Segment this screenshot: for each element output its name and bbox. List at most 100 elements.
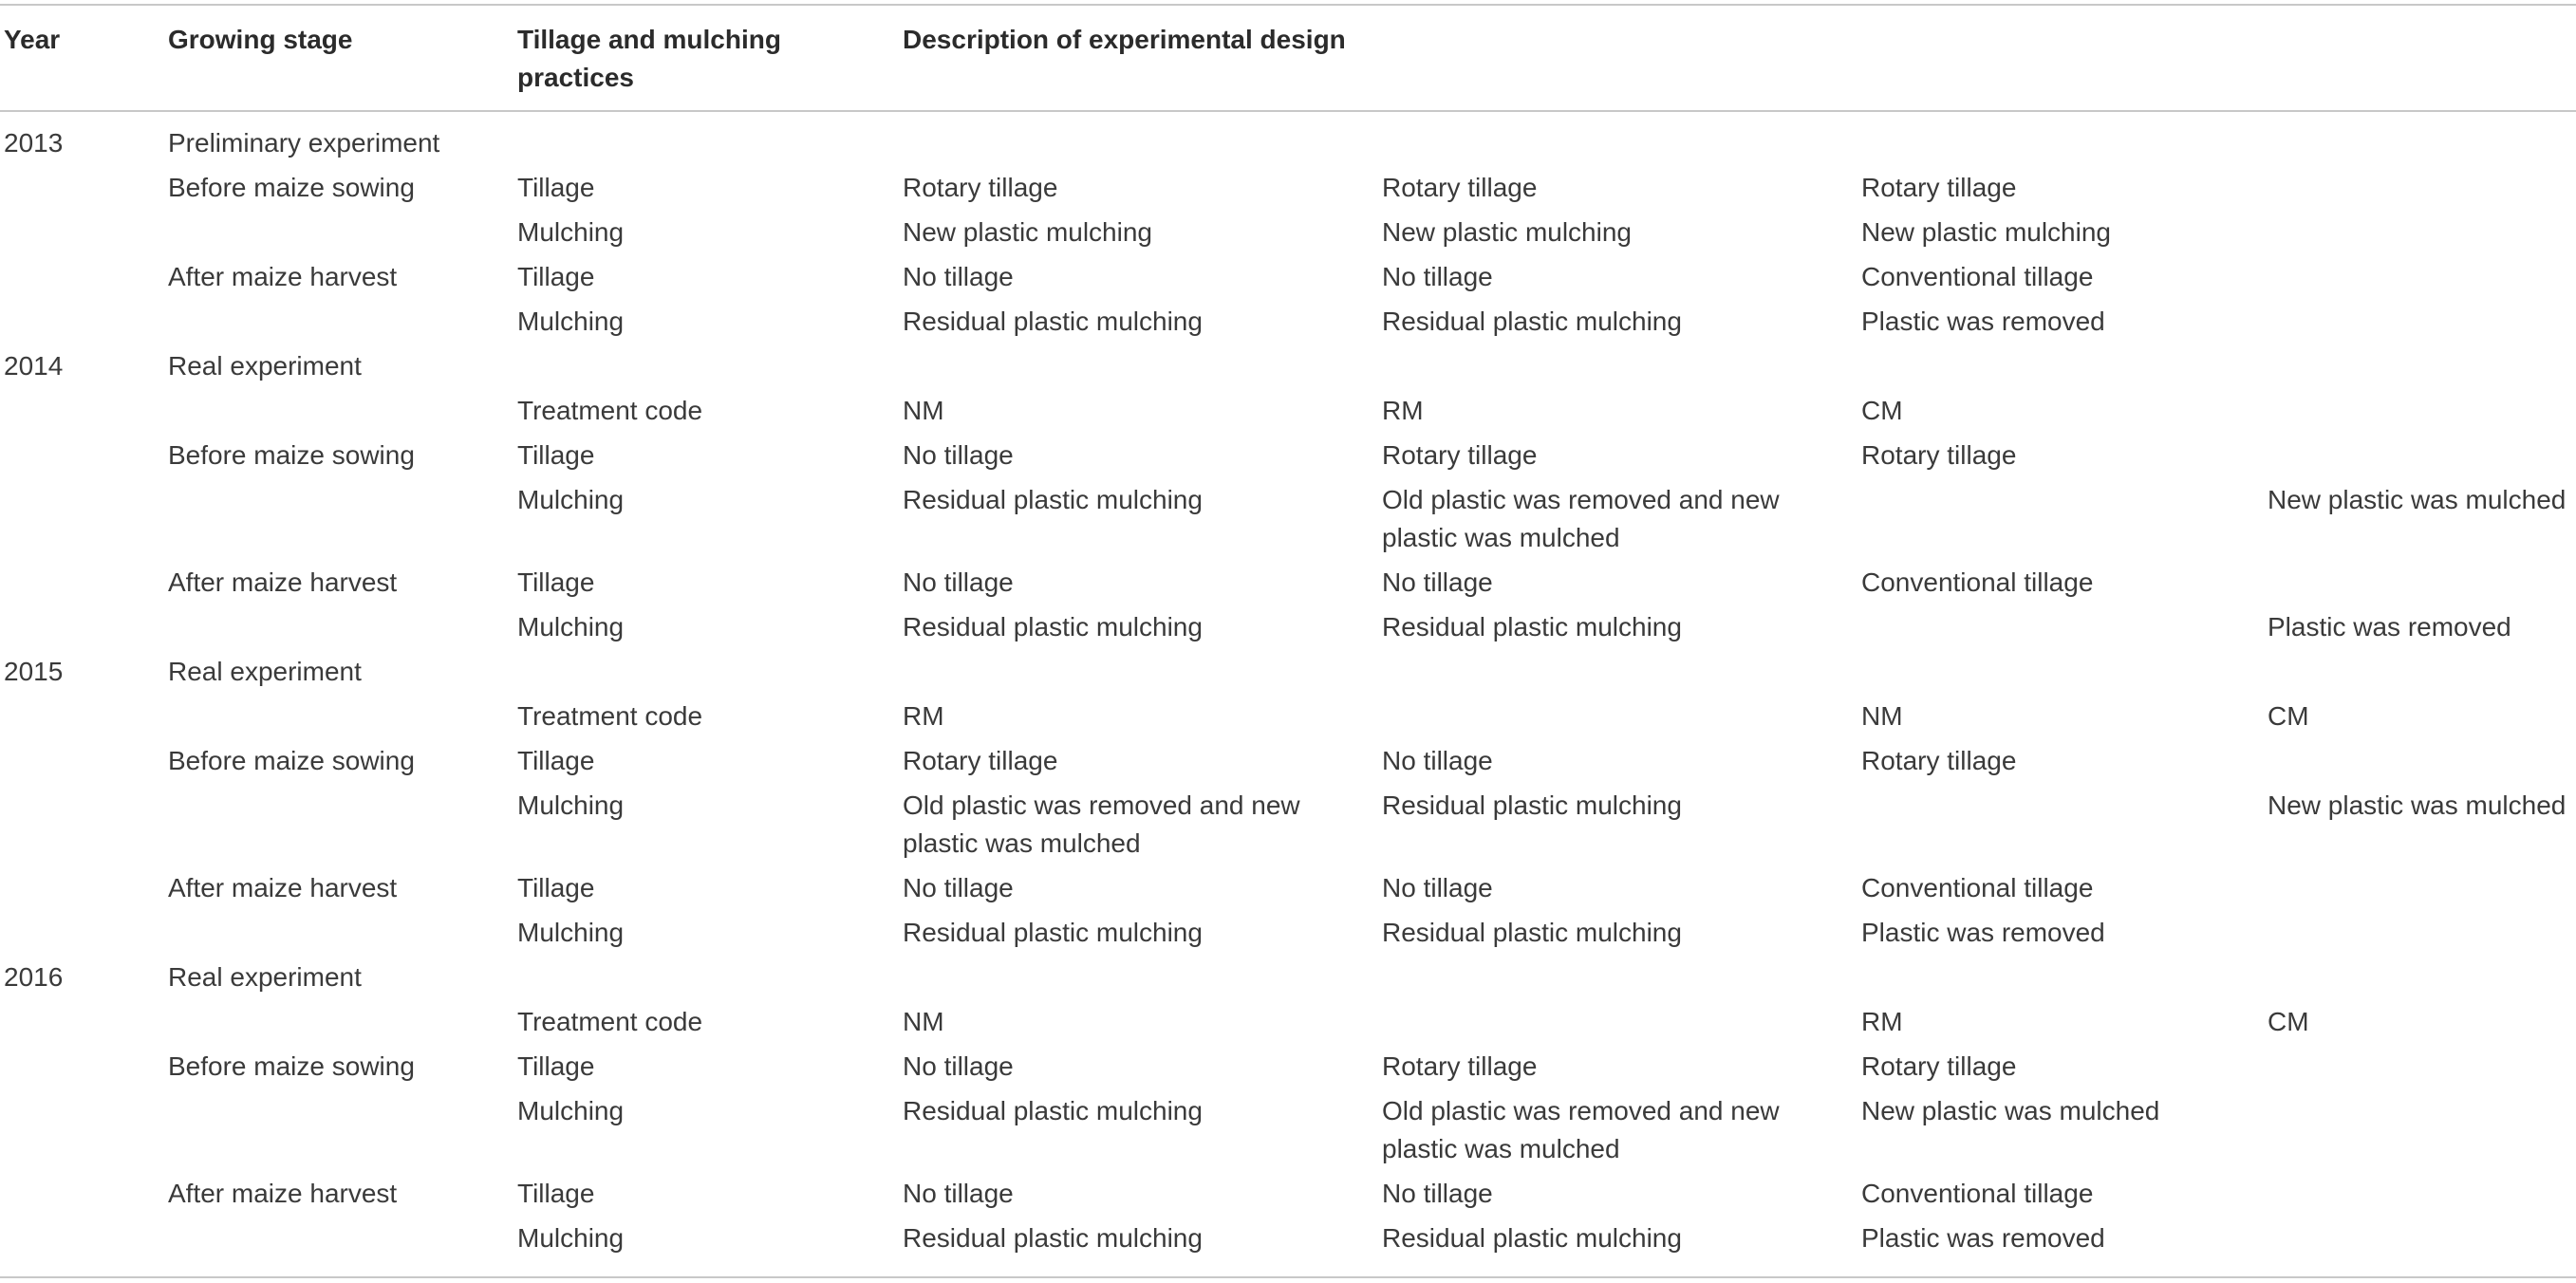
design-col3-cell: NM: [1861, 701, 1903, 731]
design-col1-cell: No tillage: [903, 567, 1014, 597]
practice-cell: Treatment code: [517, 701, 703, 731]
design-col2-cell: New plastic mulching: [1382, 217, 1632, 247]
growing-stage-cell: Before maize sowing: [168, 1051, 415, 1081]
practice-cell: Tillage: [517, 746, 595, 775]
design-col2-cell: Residual plastic mulching: [1382, 790, 1682, 820]
design-col1-cell: No tillage: [903, 1051, 1014, 1081]
table-row: 2016 Real experiment: [0, 958, 2576, 1003]
header-practices: Tillage and mulching practices: [517, 21, 781, 97]
growing-stage-cell: Real experiment: [168, 351, 362, 381]
design-col1-cell: Residual plastic mulching: [903, 1096, 1203, 1125]
design-col2-cell: Residual plastic mulching: [1382, 612, 1682, 642]
table-top-rule: [0, 4, 2576, 6]
design-col3-cell: Conventional tillage: [1861, 1179, 2094, 1208]
table-row: Mulching Residual plastic mulching Residua…: [0, 914, 2576, 958]
design-col3-cell: Plastic was removed: [1861, 1223, 2105, 1253]
table-header-rule: [0, 110, 2576, 112]
design-col2-cell: No tillage: [1382, 1179, 1493, 1208]
design-col3-cell: Rotary tillage: [1861, 1051, 2017, 1081]
practice-cell: Mulching: [517, 485, 625, 514]
design-col1-cell: No tillage: [903, 1179, 1014, 1208]
header-year: Year: [4, 25, 61, 54]
practice-cell: Mulching: [517, 1223, 625, 1253]
growing-stage-cell: Real experiment: [168, 962, 362, 992]
header-practices-line1: Tillage and mulching: [517, 25, 781, 54]
year-cell: 2016: [4, 962, 64, 992]
design-col1-cell: New plastic mulching: [903, 217, 1152, 247]
growing-stage-cell: Before maize sowing: [168, 746, 415, 775]
practice-cell: Tillage: [517, 567, 595, 597]
practice-cell: Mulching: [517, 217, 625, 247]
design-col4-cell: Plastic was removed: [2268, 612, 2511, 642]
design-col1-cell: Residual plastic mulching: [903, 307, 1203, 336]
design-col2-cell: No tillage: [1382, 873, 1493, 902]
year-cell: 2015: [4, 657, 64, 686]
design-col3-cell: RM: [1861, 1007, 1903, 1036]
design-col1-cell: Residual plastic mulching: [903, 612, 1203, 642]
table-row: Mulching Residual plastic mulching Old pla…: [0, 481, 2576, 552]
design-col1-cell: Old plastic was removed and new plastic …: [903, 790, 1300, 858]
growing-stage-cell: Before maize sowing: [168, 173, 415, 202]
header-growing-stage: Growing stage: [168, 25, 353, 54]
design-col2-cell: No tillage: [1382, 567, 1493, 597]
practice-cell: Mulching: [517, 918, 625, 947]
growing-stage-cell: After maize harvest: [168, 262, 398, 291]
design-col2-cell: Old plastic was removed and new plastic …: [1382, 1096, 1780, 1163]
design-col4-cell: CM: [2268, 1007, 2309, 1036]
practice-cell: Tillage: [517, 440, 595, 470]
table-row: After maize harvest Tillage No tillage No t…: [0, 564, 2576, 608]
header-description: Description of experimental design: [903, 25, 1346, 54]
design-col2-cell: Old plastic was removed and new plastic …: [1382, 485, 1780, 552]
design-col1-cell: Residual plastic mulching: [903, 918, 1203, 947]
table-bottom-rule: [0, 1276, 2576, 1278]
year-cell: 2013: [4, 128, 64, 158]
design-col2-cell: RM: [1382, 396, 1424, 425]
design-col2-cell: Rotary tillage: [1382, 173, 1538, 202]
design-col4-cell: New plastic was mulched: [2268, 790, 2567, 820]
design-col3-cell: Rotary tillage: [1861, 173, 2017, 202]
practice-cell: Mulching: [517, 612, 625, 642]
design-col1-cell: Residual plastic mulching: [903, 1223, 1203, 1253]
practice-cell: Mulching: [517, 1096, 625, 1125]
table-row: After maize harvest Tillage No tillage No t…: [0, 1175, 2576, 1219]
table-row: Mulching Residual plastic mulching Residua…: [0, 608, 2576, 653]
growing-stage-cell: After maize harvest: [168, 1179, 398, 1208]
practice-cell: Tillage: [517, 1051, 595, 1081]
practice-cell: Treatment code: [517, 1007, 703, 1036]
practice-cell: Tillage: [517, 1179, 595, 1208]
design-col1-cell: Rotary tillage: [903, 746, 1058, 775]
practice-cell: Mulching: [517, 307, 625, 336]
table-row: Mulching Residual plastic mulching Old pla…: [0, 1092, 2576, 1163]
table-row: Before maize sowing Tillage No tillage Rota…: [0, 1048, 2576, 1092]
design-col1-cell: RM: [903, 701, 944, 731]
design-col3-cell: Plastic was removed: [1861, 918, 2105, 947]
design-col2-cell: No tillage: [1382, 746, 1493, 775]
design-col1-cell: No tillage: [903, 262, 1014, 291]
design-col1-cell: Residual plastic mulching: [903, 485, 1203, 514]
growing-stage-cell: After maize harvest: [168, 873, 398, 902]
design-col2-cell: Residual plastic mulching: [1382, 918, 1682, 947]
design-col3-cell: Conventional tillage: [1861, 873, 2094, 902]
growing-stage-cell: Before maize sowing: [168, 440, 415, 470]
practice-cell: Tillage: [517, 873, 595, 902]
design-col2-cell: Rotary tillage: [1382, 1051, 1538, 1081]
growing-stage-cell: After maize harvest: [168, 567, 398, 597]
table-row: Before maize sowing Tillage Rotary tillage…: [0, 169, 2576, 214]
table-row: 2015 Real experiment: [0, 653, 2576, 697]
practice-cell: Tillage: [517, 173, 595, 202]
table-row: Mulching New plastic mulching New plastic …: [0, 214, 2576, 258]
design-col4-cell: New plastic was mulched: [2268, 485, 2567, 514]
practice-cell: Treatment code: [517, 396, 703, 425]
growing-stage-cell: Real experiment: [168, 657, 362, 686]
design-col3-cell: Conventional tillage: [1861, 262, 2094, 291]
